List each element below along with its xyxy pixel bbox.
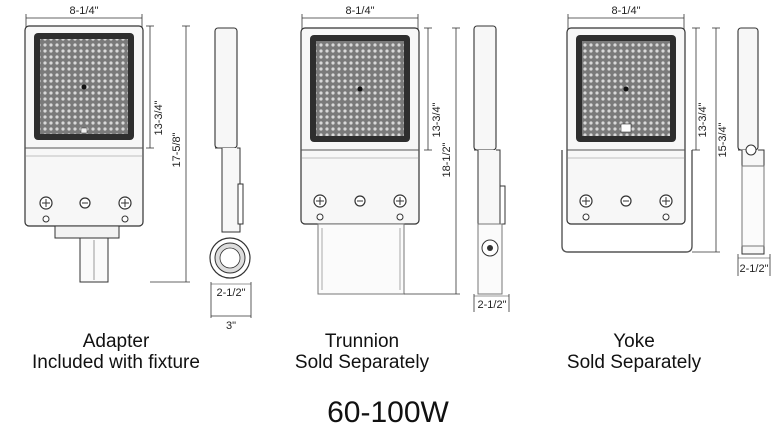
yoke-caption-line1: Yoke xyxy=(613,331,655,352)
adapter-side-bottom-dim: 2-1/2" xyxy=(217,287,246,299)
yoke-side-view: 2-1/2" xyxy=(737,27,771,276)
yoke-caption: Yoke Sold Separately xyxy=(534,331,734,373)
adapter-width-dim: 8-1/4" xyxy=(70,5,99,17)
yoke-front-view: 8-1/4" 13-3/4" 15-3/4" xyxy=(561,5,729,253)
adapter-height-inner-dim: 13-3/4" xyxy=(153,100,165,135)
adapter-front-view: 8-1/4" 13-3/4" 17-5/8" xyxy=(24,5,190,283)
trunnion-caption: Trunnion Sold Separately xyxy=(262,331,462,373)
trunnion-side-bottom-dim: 2-1/2" xyxy=(478,299,507,311)
yoke-height-inner-dim: 13-3/4" xyxy=(697,102,709,137)
adapter-side-view: 2-1/2" 3" xyxy=(209,27,252,332)
yoke-side-bottom-dim: 2-1/2" xyxy=(740,263,769,275)
trunnion-height-inner-dim: 13-3/4" xyxy=(431,102,443,137)
trunnion-front-view: 8-1/4" 13-3/4" 18-1/2" xyxy=(300,5,460,295)
adapter-caption-line1: Adapter xyxy=(82,331,150,352)
trunnion-width-dim: 8-1/4" xyxy=(346,5,375,17)
adapter-side-width-dim: 3" xyxy=(226,320,236,332)
trunnion-side-view: 2-1/2" xyxy=(473,25,510,312)
adapter-caption-line2: Included with fixture xyxy=(32,352,200,373)
yoke-height-outer-dim: 15-3/4" xyxy=(717,122,729,157)
yoke-width-dim: 8-1/4" xyxy=(612,5,641,17)
adapter-caption: Adapter Included with fixture xyxy=(0,331,232,373)
adapter-height-outer-dim: 17-5/8" xyxy=(171,132,183,167)
wattage-title: 60-100W xyxy=(327,396,449,429)
yoke-caption-line2: Sold Separately xyxy=(566,352,702,373)
trunnion-caption-line2: Sold Separately xyxy=(294,352,430,373)
trunnion-height-outer-dim: 18-1/2" xyxy=(441,142,453,177)
trunnion-caption-line1: Trunnion xyxy=(324,331,400,352)
